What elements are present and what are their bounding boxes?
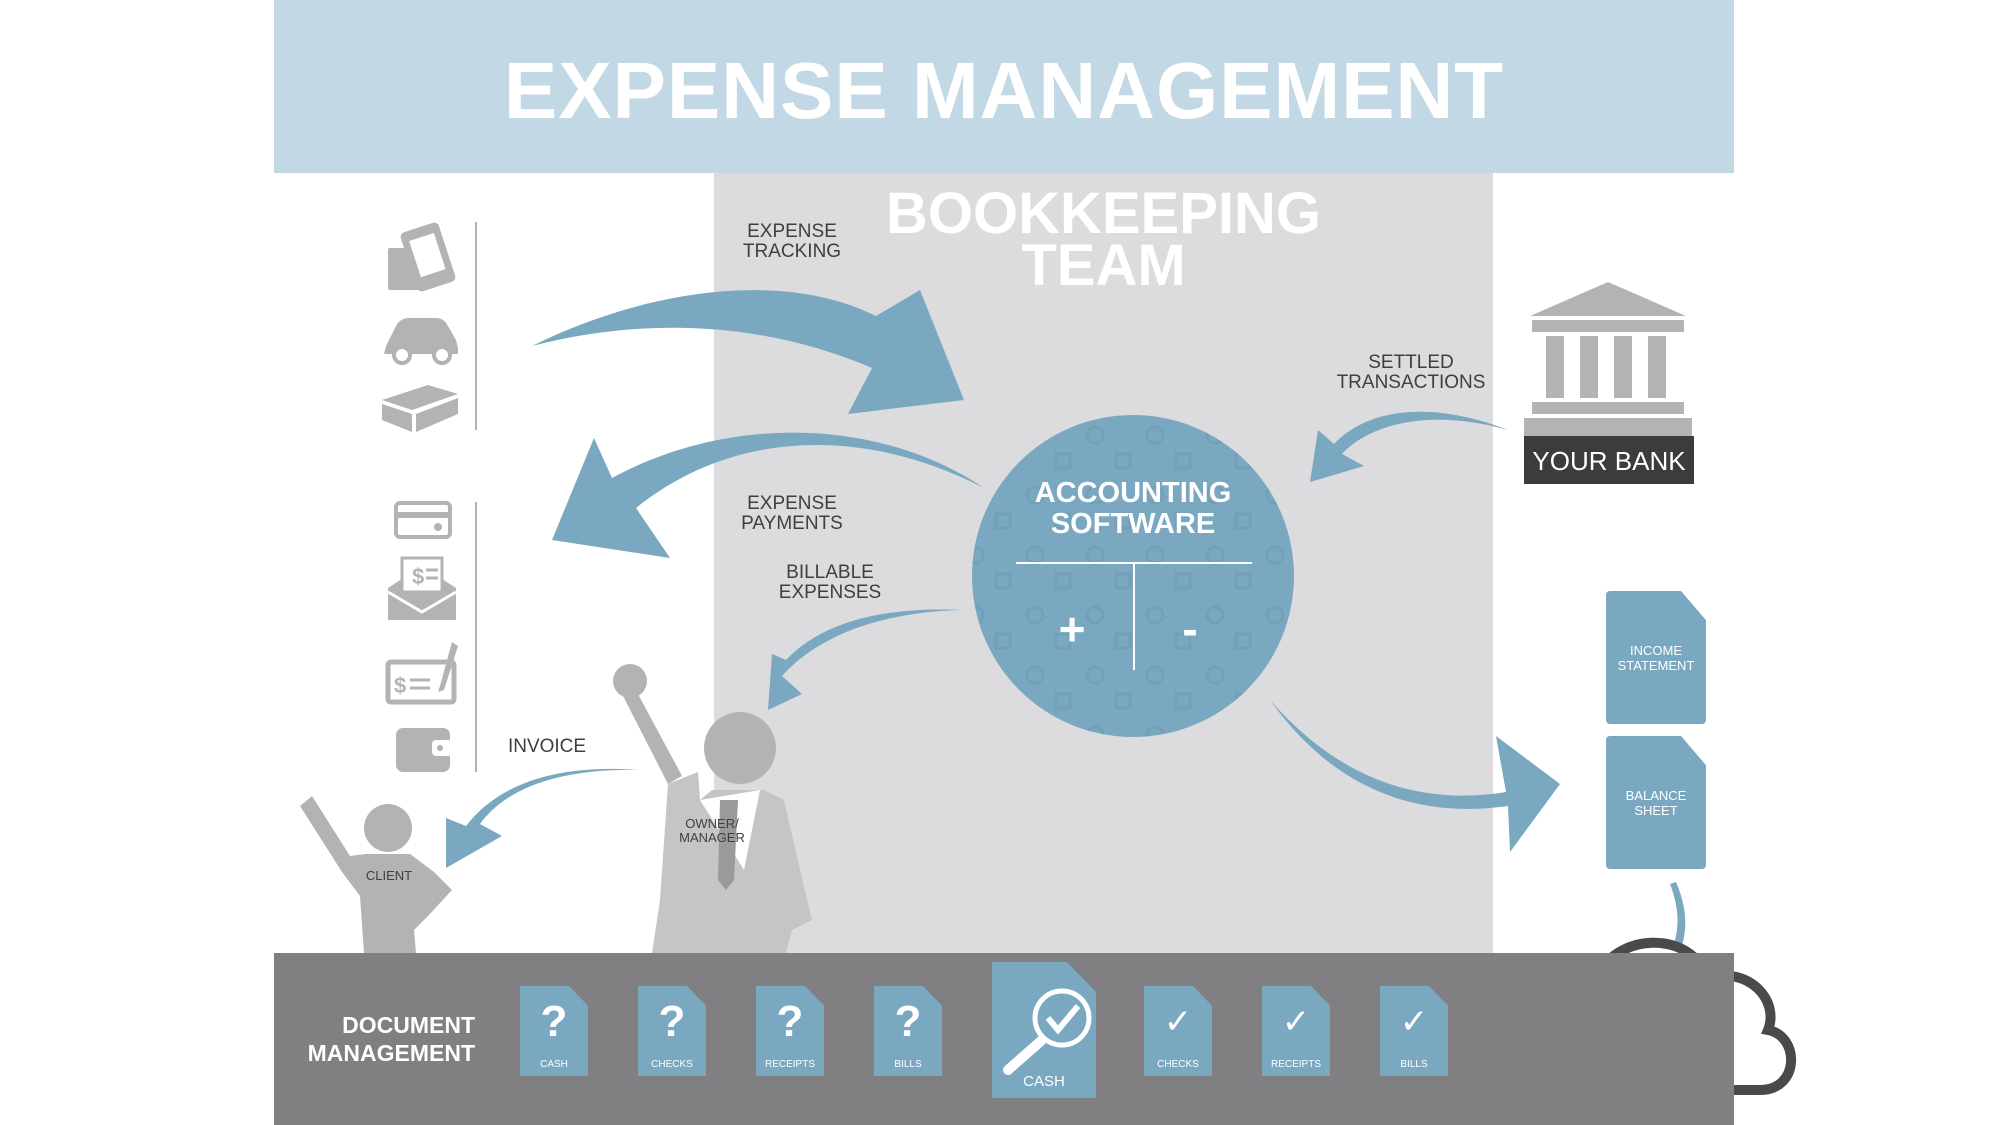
check-icon: ✓: [1399, 1003, 1429, 1041]
balance-sheet-label: BALANCE SHEET: [1625, 788, 1687, 818]
income-statement-label: INCOME STATEMENT: [1617, 643, 1695, 673]
box-icon: [382, 385, 458, 432]
expense-payments-label: EXPENSE PAYMENTS: [741, 493, 843, 534]
client-figure: [300, 796, 452, 953]
billable-expenses-arrow: [768, 609, 962, 710]
bank-label-bg: [1524, 436, 1694, 484]
owner-manager-figure: [613, 664, 812, 953]
doc-label: CASH: [1023, 1073, 1065, 1090]
wallet-icon: [396, 728, 452, 772]
doc-label: CHECKS: [651, 1059, 693, 1070]
document-management-title: DOCUMENT MANAGEMENT: [307, 1012, 475, 1066]
doc-label: RECEIPTS: [764, 1059, 815, 1070]
invoice-arrow: [446, 768, 640, 868]
your-bank-label: YOUR BANK: [1532, 446, 1686, 476]
processed-receipts-doc: ✓ RECEIPTS: [1262, 986, 1330, 1076]
question-icon: ?: [658, 997, 686, 1046]
doc-label: RECEIPTS: [1270, 1059, 1321, 1070]
owner-manager-label: OWNER/ MANAGER: [679, 816, 745, 845]
header-banner: EXPENSE MANAGEMENT: [274, 0, 1734, 173]
invoice-label: INVOICE: [507, 736, 587, 757]
balance-sheet-doc: BALANCE SHEET: [1606, 736, 1706, 869]
question-icon: ?: [894, 997, 922, 1046]
client-label: CLIENT: [365, 868, 413, 883]
magnifier-check-icon: [1003, 988, 1092, 1075]
expense-tracking-arrow: [532, 290, 964, 414]
check-pen-icon: $: [385, 642, 458, 705]
svg-text:$: $: [412, 564, 424, 589]
doc-label: BILLS: [894, 1059, 922, 1070]
question-icon: ?: [776, 997, 804, 1046]
debit-symbol: +: [1058, 603, 1086, 655]
check-icon: ✓: [1281, 1003, 1311, 1041]
doc-label: BILLS: [1400, 1059, 1428, 1070]
car-icon: [384, 318, 458, 365]
bank-icon: [1524, 282, 1692, 436]
pending-bills-doc: ? BILLS: [874, 986, 942, 1076]
check-icon: ✓: [1163, 1003, 1193, 1041]
expense-tracking-label: EXPENSE TRACKING: [742, 221, 842, 262]
bookkeeping-team-title: BOOKKEEPING TEAM: [885, 181, 1322, 298]
credit-card-icon: [394, 501, 452, 539]
reports-arrow: [1270, 700, 1560, 852]
envelope-dollar-icon: $: [387, 556, 457, 620]
review-cash-doc: CASH: [992, 962, 1096, 1098]
doc-label: CASH: [540, 1059, 568, 1070]
pending-cash-doc: ? CASH: [520, 986, 588, 1076]
settled-transactions-label: SETTLED TRANSACTIONS: [1336, 352, 1486, 393]
billable-expenses-label: BILLABLE EXPENSES: [778, 562, 882, 603]
accounting-software-circle: [972, 415, 1294, 737]
processed-bills-doc: ✓ BILLS: [1380, 986, 1448, 1076]
income-statement-doc: INCOME STATEMENT: [1606, 591, 1706, 724]
settled-transactions-arrow: [1310, 411, 1508, 482]
processed-checks-doc: ✓ CHECKS: [1144, 986, 1212, 1076]
page-title: EXPENSE MANAGEMENT: [503, 46, 1505, 135]
svg-text:$: $: [394, 673, 406, 698]
pending-receipts-doc: ? RECEIPTS: [756, 986, 824, 1076]
credit-symbol: -: [1182, 603, 1198, 655]
question-icon: ?: [540, 997, 568, 1046]
expense-payments-arrow: [552, 432, 984, 558]
doc-label: CHECKS: [1157, 1059, 1199, 1070]
accounting-software-title: ACCOUNTING SOFTWARE: [1034, 477, 1232, 540]
receipt-phone-icon: [388, 222, 456, 292]
pending-checks-doc: ? CHECKS: [638, 986, 706, 1076]
